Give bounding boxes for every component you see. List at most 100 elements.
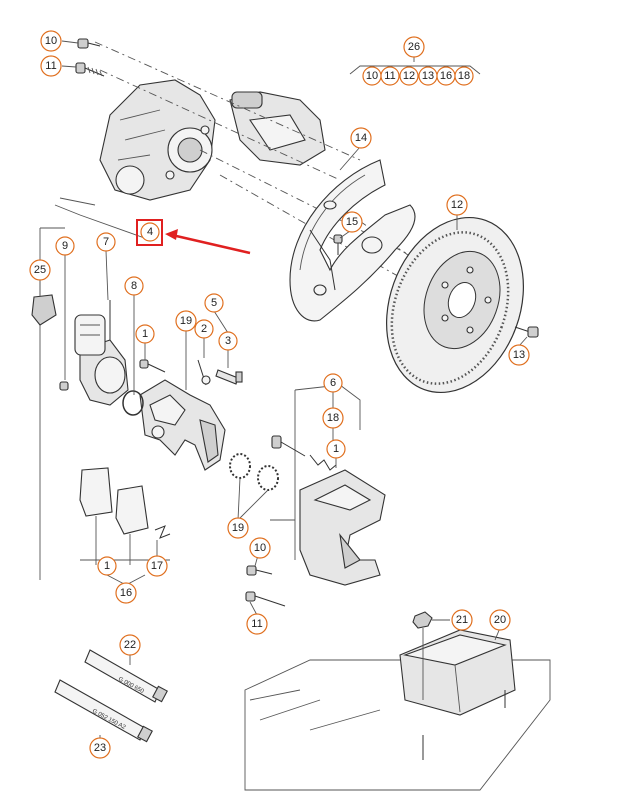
bolt-top-11 (75, 62, 105, 77)
stud-bolts (422, 690, 506, 760)
callout-11-top: 11 (40, 55, 62, 77)
spring-18 (309, 454, 337, 471)
caliper-bolt-9 (59, 381, 69, 391)
callout-group-18: 18 (454, 66, 474, 86)
floor-panel (244, 659, 551, 791)
callout-circle (454, 66, 474, 86)
caliper-piston-housing (79, 300, 129, 406)
callout-number: 22 (124, 639, 136, 651)
callout-number: 18 (458, 70, 470, 82)
ring-19a (229, 453, 251, 479)
callout-15: 15 (341, 211, 363, 233)
callout-circle (399, 66, 419, 86)
callout-1-upper: 1 (135, 324, 155, 344)
bolt-11-center (245, 591, 286, 607)
callout-number: 21 (456, 614, 468, 626)
callout-number: 18 (327, 412, 339, 424)
callout-number: 12 (403, 70, 415, 82)
callout-4: 4 (140, 222, 160, 242)
callout-17: 17 (146, 555, 168, 577)
callout-14: 14 (350, 127, 372, 149)
callout-circle (380, 66, 400, 86)
callout-number: 20 (494, 614, 506, 626)
callout-19-upper: 19 (175, 310, 197, 332)
callout-10-top: 10 (40, 30, 62, 52)
callout-number: 13 (422, 70, 434, 82)
callout-number: 7 (103, 236, 109, 248)
callout-3: 3 (218, 331, 238, 351)
callout-number: 10 (45, 35, 57, 47)
callout-25: 25 (29, 259, 51, 281)
seal-ring-8 (122, 390, 144, 416)
callout-1-mid: 1 (326, 439, 346, 459)
callout-number: 11 (251, 618, 262, 630)
bleeder-screw-3 (215, 369, 243, 385)
bolt-top-10 (77, 38, 101, 49)
callout-group-16: 16 (436, 66, 456, 86)
callout-circle (55, 236, 75, 256)
callout-number: 6 (330, 377, 336, 389)
callout-circle (227, 517, 249, 539)
callout-22: 22 (119, 634, 141, 656)
callout-number: 11 (384, 70, 395, 82)
brake-disc (386, 216, 524, 394)
callout-circle (323, 373, 343, 393)
callout-circle (451, 609, 473, 631)
callout-number: 12 (451, 199, 463, 211)
upper-caliper-housing (229, 91, 326, 166)
brake-carrier (299, 469, 386, 586)
callout-number: 23 (94, 742, 106, 754)
bolt-10-center (246, 565, 273, 576)
callout-11-center: 11 (246, 613, 268, 635)
nut-21 (412, 611, 433, 700)
callouts: 10 11 26 10 11 12 13 16 18 14 15 12 13 4… (29, 30, 530, 759)
ring-19b (257, 465, 279, 491)
callout-number: 19 (180, 315, 192, 327)
callout-number: 17 (151, 560, 163, 572)
callout-number: 1 (333, 443, 339, 455)
callout-number: 26 (408, 41, 420, 53)
control-module-20 (399, 629, 516, 716)
callout-number: 16 (440, 70, 452, 82)
callout-6: 6 (323, 373, 343, 393)
callout-7: 7 (96, 232, 116, 252)
callout-circle (124, 276, 144, 296)
callout-16: 16 (115, 582, 137, 604)
callout-circle (119, 634, 141, 656)
callout-circle (194, 319, 214, 339)
callout-10-center: 10 (249, 537, 271, 559)
callout-circle (489, 609, 511, 631)
brake-pads (79, 467, 170, 565)
guide-bolt-1 (139, 359, 166, 373)
callout-number: 1 (104, 560, 110, 572)
disc-screw-13 (514, 326, 539, 338)
callout-circle (350, 127, 372, 149)
callout-18: 18 (322, 407, 344, 429)
callout-number: 10 (254, 542, 266, 554)
callout-circle (40, 55, 62, 77)
shield-bolt-15 (333, 234, 343, 255)
callout-circle (175, 310, 197, 332)
callout-circle (146, 555, 168, 577)
callout-circle (403, 36, 425, 58)
callout-number: 1 (142, 328, 148, 340)
callout-13: 13 (508, 344, 530, 366)
callout-circle (249, 537, 271, 559)
carrier-bolt-18 (271, 435, 306, 457)
actuator-motor-7 (74, 314, 106, 356)
callout-circle (508, 344, 530, 366)
callout-23: 23 (89, 737, 111, 759)
brake-caliper (139, 379, 226, 471)
callout-12: 12 (446, 194, 468, 216)
callout-number: 13 (513, 349, 525, 361)
callout-circle (29, 259, 51, 281)
callout-circle (89, 737, 111, 759)
callout-number: 10 (366, 70, 378, 82)
bracket-lines-left (39, 197, 151, 580)
callout-circle (140, 222, 160, 242)
callout-circle (446, 194, 468, 216)
callout-circle (40, 30, 62, 52)
callout-circle (135, 324, 155, 344)
callout-number: 15 (346, 216, 358, 228)
